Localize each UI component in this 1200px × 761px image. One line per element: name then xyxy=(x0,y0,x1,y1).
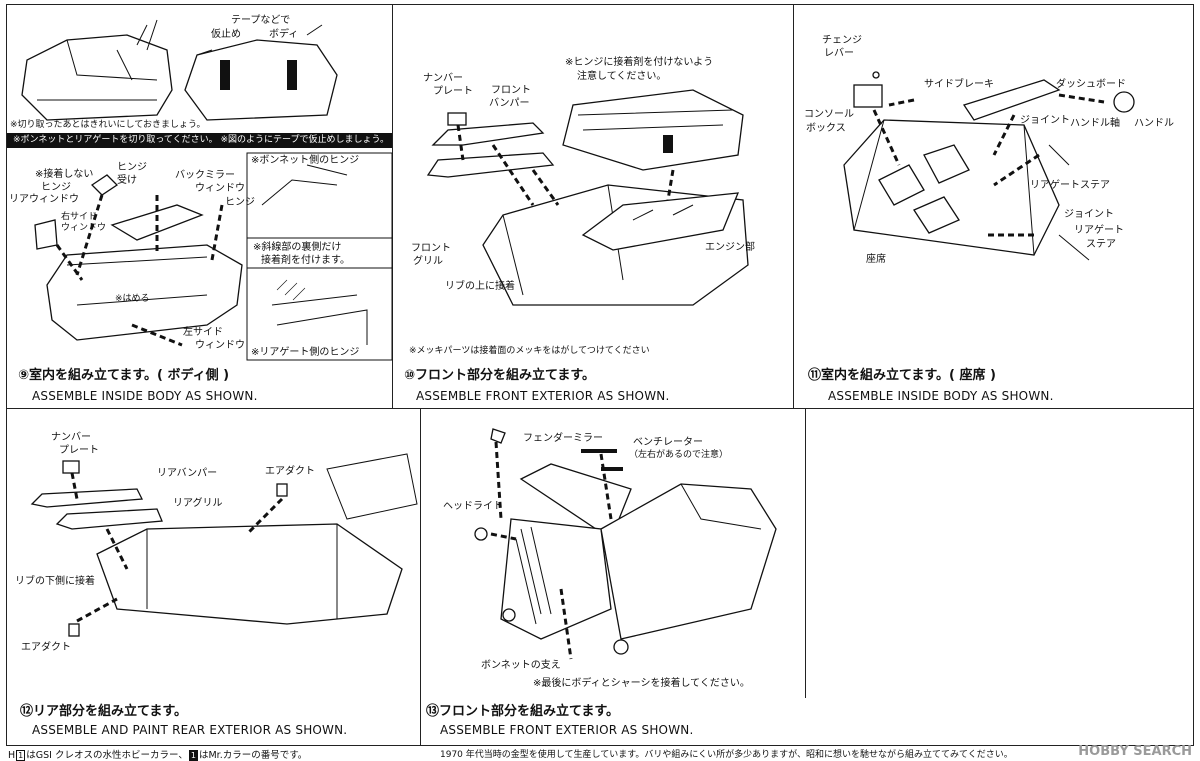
badge-filled: 1 xyxy=(188,750,198,761)
label-hatched: ※斜線部の裏側だけ xyxy=(253,242,342,253)
divider xyxy=(420,408,421,746)
label-change-lever: チェンジ xyxy=(822,35,862,46)
note-chrome: ※メッキパーツは接着面のメッキをはがしてつけてください xyxy=(409,346,650,356)
label-rear-grille: リアグリル xyxy=(173,498,223,509)
label-fender-mirror: フェンダーミラー xyxy=(523,433,603,444)
footer-mold-note: 1970 年代当時の金型を使用して生産しています。バリや組みにくい所が多少ありま… xyxy=(440,750,1013,760)
label-rear-gate-b-2: ステア xyxy=(1086,239,1116,250)
label-rib-under: リブの下側に接着 xyxy=(15,576,95,587)
label-console-2: ボックス xyxy=(806,123,846,134)
label-front-bumper-2: バンパー xyxy=(489,98,530,109)
label-seat: 座席 xyxy=(866,254,886,265)
front-illustration xyxy=(426,89,749,306)
label-engine: エンジン部 xyxy=(705,242,755,253)
badge-outline: 1 xyxy=(16,750,26,761)
label-bonnet-hinge: ※ボンネット側のヒンジ xyxy=(251,155,360,166)
step-12-subtitle: ASSEMBLE AND PAINT REAR EXTERIOR AS SHOW… xyxy=(32,723,348,737)
label-right-side-2: ウィンドウ xyxy=(61,223,107,233)
note-hinge-2: 注意してください。 xyxy=(577,71,667,82)
label-tape: テープなどで xyxy=(231,15,291,26)
label-number-plate: ナンバー xyxy=(423,73,463,84)
label-hatched-2: 接着剤を付けます。 xyxy=(261,255,350,266)
note-black-bar: ※ボンネットとリアゲートを切り取ってください。 ※図のようにテープで仮止めしまし… xyxy=(7,133,392,148)
label-front-grille: フロント xyxy=(411,243,451,254)
label-front-bumper: フロント xyxy=(491,85,531,96)
label-rear-gate-b: リアゲート xyxy=(1074,225,1124,236)
seat-illustration xyxy=(843,71,1135,261)
label-number-plate-2: プレート xyxy=(433,86,473,97)
divider xyxy=(392,4,393,408)
label-back-mirror: バックミラー xyxy=(175,170,235,181)
label-right-side: 右サイド xyxy=(61,212,98,222)
label-number-plate: ナンバー xyxy=(51,432,91,443)
footer-text-2: はMr.カラーの番号です。 xyxy=(198,750,308,761)
label-left-side: 左サイド xyxy=(183,327,223,338)
label-number-plate-2: プレート xyxy=(59,445,99,456)
instruction-sheet-frame xyxy=(6,4,1194,746)
step-12-title: ⑫リア部分を組み立てます。 xyxy=(20,704,188,719)
label-rear-bumper: リアバンパー xyxy=(157,468,218,479)
footer-text-1: はGSI クレオスの水性ホビーカラー、 xyxy=(26,750,188,761)
label-side-brake: サイドブレーキ xyxy=(924,79,994,90)
label-ventilator: ベンチレーター xyxy=(633,437,703,448)
step-13-subtitle: ASSEMBLE FRONT EXTERIOR AS SHOWN. xyxy=(440,723,694,737)
label-hinge-recv-2: 受け xyxy=(117,175,137,186)
label-rear-gate-hinge: ※リアゲート側のヒンジ xyxy=(251,347,360,358)
label-rear-window: リアウィンドウ xyxy=(9,194,79,205)
step-13-panel: フェンダーミラー ベンチレーター （左右があるので注意） ヘッドライト ボンネッ… xyxy=(421,409,805,698)
step-10-title: ⑩フロント部分を組み立てます。 xyxy=(404,368,596,383)
label-joint-a: ジョイント xyxy=(1020,115,1070,126)
step-10-panel: ※ヒンジに接着剤を付けないよう 注意してください。 ナンバー プレート フロント… xyxy=(393,5,793,408)
label-handle: ハンドル xyxy=(1134,118,1174,129)
step-11-title: ⑪室内を組み立てます。( 座席 ) xyxy=(808,368,996,383)
body-illustration xyxy=(21,19,393,361)
note-hinge: ※ヒンジに接着剤を付けないよう xyxy=(565,57,714,68)
step-12-panel: ナンバー プレート リアバンパー エアダクト リアグリル リブの下側に接着 エア… xyxy=(7,409,420,698)
label-dashboard: ダッシュボード xyxy=(1056,79,1126,90)
footer-h: H xyxy=(8,750,16,761)
label-hinge-a: ヒンジ xyxy=(41,182,71,193)
label-console: コンソール xyxy=(804,109,854,120)
note-cut: ※切り取ったあとはきれいにしておきましょう。 xyxy=(10,120,206,130)
label-bonnet-stay: ボンネットの支え xyxy=(481,660,561,671)
step-13-title: ⑬フロント部分を組み立てます。 xyxy=(426,704,620,719)
step-9-panel: テープなどで 仮止め ボディ ※切り取ったあとはきれいにしておきましょう。 ※ボ… xyxy=(7,5,393,408)
divider xyxy=(793,4,794,408)
step-9-title: ⑨室内を組み立てます。( ボディ側 ) xyxy=(18,368,230,383)
label-body: ボディ xyxy=(269,29,299,40)
label-ventilator-2: （左右があるので注意） xyxy=(629,450,729,460)
label-rear-gate-stay: リアゲートステア xyxy=(1030,180,1110,191)
label-fit: ※はめる xyxy=(115,294,150,304)
label-front-grille-2: グリル xyxy=(413,256,443,267)
label-change-lever-2: レバー xyxy=(824,48,854,59)
label-no-glue: ※接着しない xyxy=(35,169,94,180)
divider xyxy=(805,408,806,698)
step-11-panel: チェンジ レバー サイドブレーキ ダッシュボード コンソール ボックス ハンドル… xyxy=(794,5,1194,408)
note-final: ※最後にボディとシャーシを接着してください。 xyxy=(533,678,750,689)
rear-illustration xyxy=(30,453,418,637)
label-air-duct-b: エアダクト xyxy=(21,642,71,653)
label-left-side-2: ウィンドウ xyxy=(195,340,245,351)
step-9-subtitle: ASSEMBLE INSIDE BODY AS SHOWN. xyxy=(32,389,258,403)
label-hinge-b: ヒンジ xyxy=(225,197,255,208)
label-rib: リブの上に接着 xyxy=(445,281,515,292)
label-air-duct-a: エアダクト xyxy=(265,466,315,477)
watermark: HOBBY SEARCH xyxy=(1078,744,1192,759)
step-11-subtitle: ASSEMBLE INSIDE BODY AS SHOWN. xyxy=(828,389,1054,403)
divider xyxy=(6,408,1194,409)
label-window: ウィンドウ xyxy=(195,183,245,194)
label-headlight: ヘッドライト xyxy=(443,501,503,512)
label-joint-b: ジョイント xyxy=(1064,209,1114,220)
label-tape-2: 仮止め xyxy=(211,29,241,40)
front-hood-illustration xyxy=(474,428,777,660)
step-10-subtitle: ASSEMBLE FRONT EXTERIOR AS SHOWN. xyxy=(416,389,670,403)
label-hinge-recv: ヒンジ xyxy=(117,162,147,173)
label-handle-shaft: ハンドル軸 xyxy=(1070,118,1120,129)
